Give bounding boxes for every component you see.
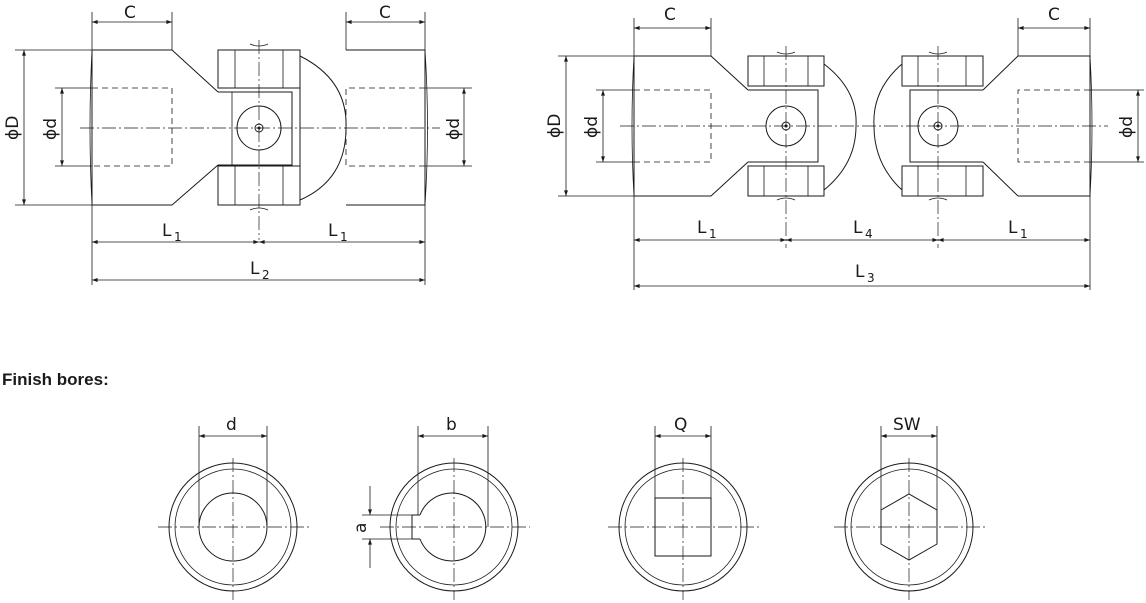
phi-d-small-label-4: ϕd	[1117, 116, 1137, 138]
bore-a-label: a	[351, 523, 371, 533]
phi-d-big-label-2: ϕD	[545, 114, 565, 138]
phi-d-small-label-1: ϕd	[41, 118, 61, 140]
bore-d-label: d	[226, 415, 237, 435]
c-label-2: C	[379, 3, 391, 23]
l-sub-2: 1	[340, 230, 348, 244]
single-universal-joint	[15, 12, 472, 285]
double-universal-joint	[558, 18, 1144, 290]
l-label-1: L	[162, 221, 172, 241]
bore-hex	[834, 426, 986, 600]
bore-sw-label: SW	[893, 415, 921, 435]
l-sub-7: 3	[867, 271, 875, 285]
l-sub-6: 1	[1020, 227, 1028, 241]
bore-q-label: Q	[674, 415, 687, 435]
phi-d-small-label-2: ϕd	[444, 118, 464, 140]
l-label-7: L	[855, 262, 865, 282]
bore-square	[608, 426, 760, 600]
l-label-2: L	[328, 221, 338, 241]
l-sub-3: 2	[262, 268, 270, 282]
l-label-4: L	[697, 218, 707, 238]
bore-keyway	[362, 426, 530, 600]
l-label-6: L	[1008, 218, 1018, 238]
finish-bores-title: Finish bores:	[2, 370, 109, 389]
l-sub-4: 1	[709, 227, 717, 241]
l-sub-5: 4	[865, 227, 873, 241]
l-label-5: L	[853, 218, 863, 238]
phi-d-small-label-3: ϕd	[582, 116, 602, 138]
c-label-3: C	[664, 5, 676, 25]
phi-d-big-label-1: ϕD	[3, 116, 23, 140]
bore-round	[158, 426, 310, 600]
c-label-1: C	[124, 3, 136, 23]
c-label-4: C	[1048, 5, 1060, 25]
bore-b-label: b	[446, 415, 457, 435]
l-sub-1: 1	[174, 230, 182, 244]
l-label-3: L	[250, 259, 260, 279]
